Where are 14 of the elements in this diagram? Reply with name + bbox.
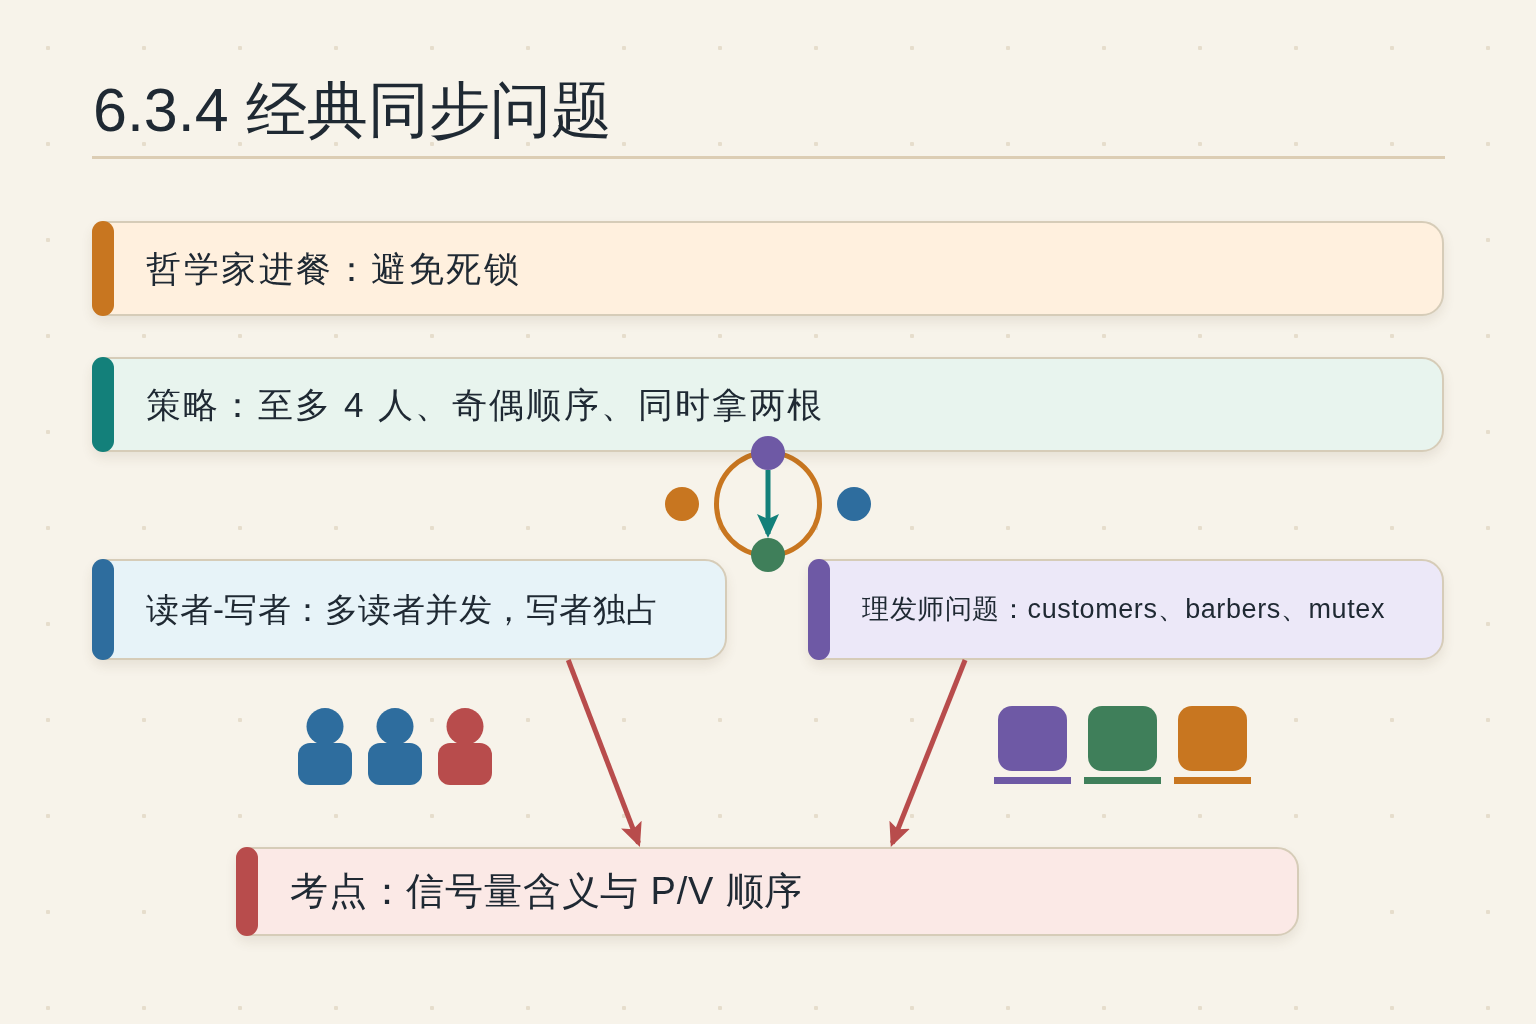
note-card [92,357,1444,452]
card-text: 哲学家进餐：避免死锁 [146,247,521,290]
card-text: 策略：至多 4 人、奇偶顺序、同时拿两根 [146,383,824,426]
card-text: 理发师问题：customers、barbers、mutex [862,592,1385,626]
arrow [889,659,968,847]
arrow [565,659,642,847]
note-card [808,559,1444,660]
card-text: 读者-写者：多读者并发，写者独占 [146,589,660,630]
note-card [236,847,1299,936]
title: 6.3.4 经典同步问题 [93,80,612,141]
arrow [757,470,779,538]
note-card [92,221,1444,316]
note-card [92,559,727,660]
card-text: 考点：信号量含义与 P/V 顺序 [290,868,804,914]
